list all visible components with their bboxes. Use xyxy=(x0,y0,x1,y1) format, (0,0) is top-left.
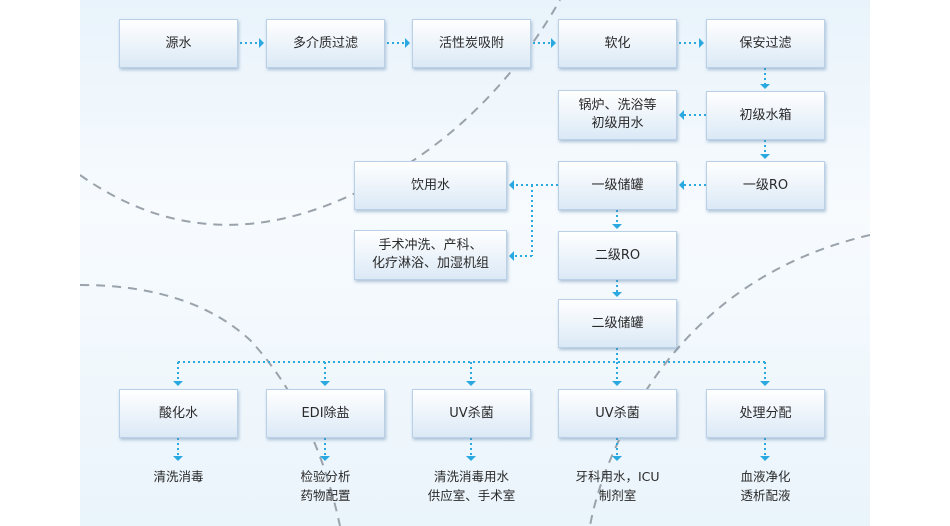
arrow-bus-drop-4 xyxy=(760,381,770,386)
output-edi: 检验分析药物配置 xyxy=(300,469,351,503)
node-uv-sterilization-1: UV杀菌 xyxy=(412,389,531,438)
node-carbon-adsorption: 活性炭吸附 xyxy=(412,19,531,68)
arrow-bus-drop-3 xyxy=(612,381,622,386)
arrow-security-tank xyxy=(760,84,770,89)
node-level1-storage: 一级储罐 xyxy=(558,161,677,210)
arrow-row1-2 xyxy=(551,38,556,48)
arrow-branch-handwash xyxy=(509,251,514,261)
connector-layer xyxy=(173,38,770,461)
node-ro2: 二级RO xyxy=(558,231,677,280)
node-boiler-use: 锅炉、洗浴等初级用水 xyxy=(558,90,677,140)
arrow-bus-drop-0 xyxy=(173,381,183,386)
node-softening: 软化 xyxy=(558,19,677,68)
output-acid: 清洗消毒 xyxy=(153,469,204,484)
node-uv-sterilization-2: UV杀菌 xyxy=(558,389,677,438)
arrow-output-3 xyxy=(612,456,622,461)
arrow-output-1 xyxy=(320,456,330,461)
arrow-ro2-storage2 xyxy=(612,292,622,297)
arrow-tank-ro1 xyxy=(760,154,770,159)
arrow-output-2 xyxy=(466,456,476,461)
node-hand-wash: 手术冲洗、产科、化疗淋浴、加湿机组 xyxy=(354,230,507,280)
arrow-tank-boiler xyxy=(679,110,684,120)
node-treatment-distribution: 处理分配 xyxy=(706,389,825,438)
arrow-row1-3 xyxy=(699,38,704,48)
arrow-ro1-storage xyxy=(679,180,684,190)
node-ro1: 一级RO xyxy=(706,161,825,210)
arrow-bus-drop-1 xyxy=(320,381,330,386)
arrow-storage-ro2 xyxy=(612,224,622,229)
flowchart-canvas: 源水 多介质过滤 活性炭吸附 软化 保安过滤 锅炉、洗浴等初级用水 初级水箱 饮… xyxy=(80,0,870,526)
arrow-output-0 xyxy=(173,456,183,461)
arrow-row1-1 xyxy=(405,38,410,48)
arrow-bus-drop-2 xyxy=(466,381,476,386)
arrow-row1-0 xyxy=(259,38,264,48)
output-treatment: 血液净化透析配液 xyxy=(740,469,791,503)
node-multimedia-filter: 多介质过滤 xyxy=(266,19,385,68)
node-level2-storage: 二级储罐 xyxy=(558,299,677,348)
node-edi-desalination: EDI除盐 xyxy=(266,389,385,438)
arrow-output-4 xyxy=(760,456,770,461)
output-uv1: 清洗消毒用水供应室、手术室 xyxy=(427,469,516,503)
node-source: 源水 xyxy=(119,19,238,68)
node-drinking-water: 饮用水 xyxy=(354,161,507,210)
background-decoration xyxy=(80,0,870,526)
arrow-storage-drinking xyxy=(509,180,514,190)
node-acidified-water: 酸化水 xyxy=(119,389,238,438)
node-security-filter: 保安过滤 xyxy=(706,19,825,68)
node-primary-tank: 初级水箱 xyxy=(706,91,825,140)
